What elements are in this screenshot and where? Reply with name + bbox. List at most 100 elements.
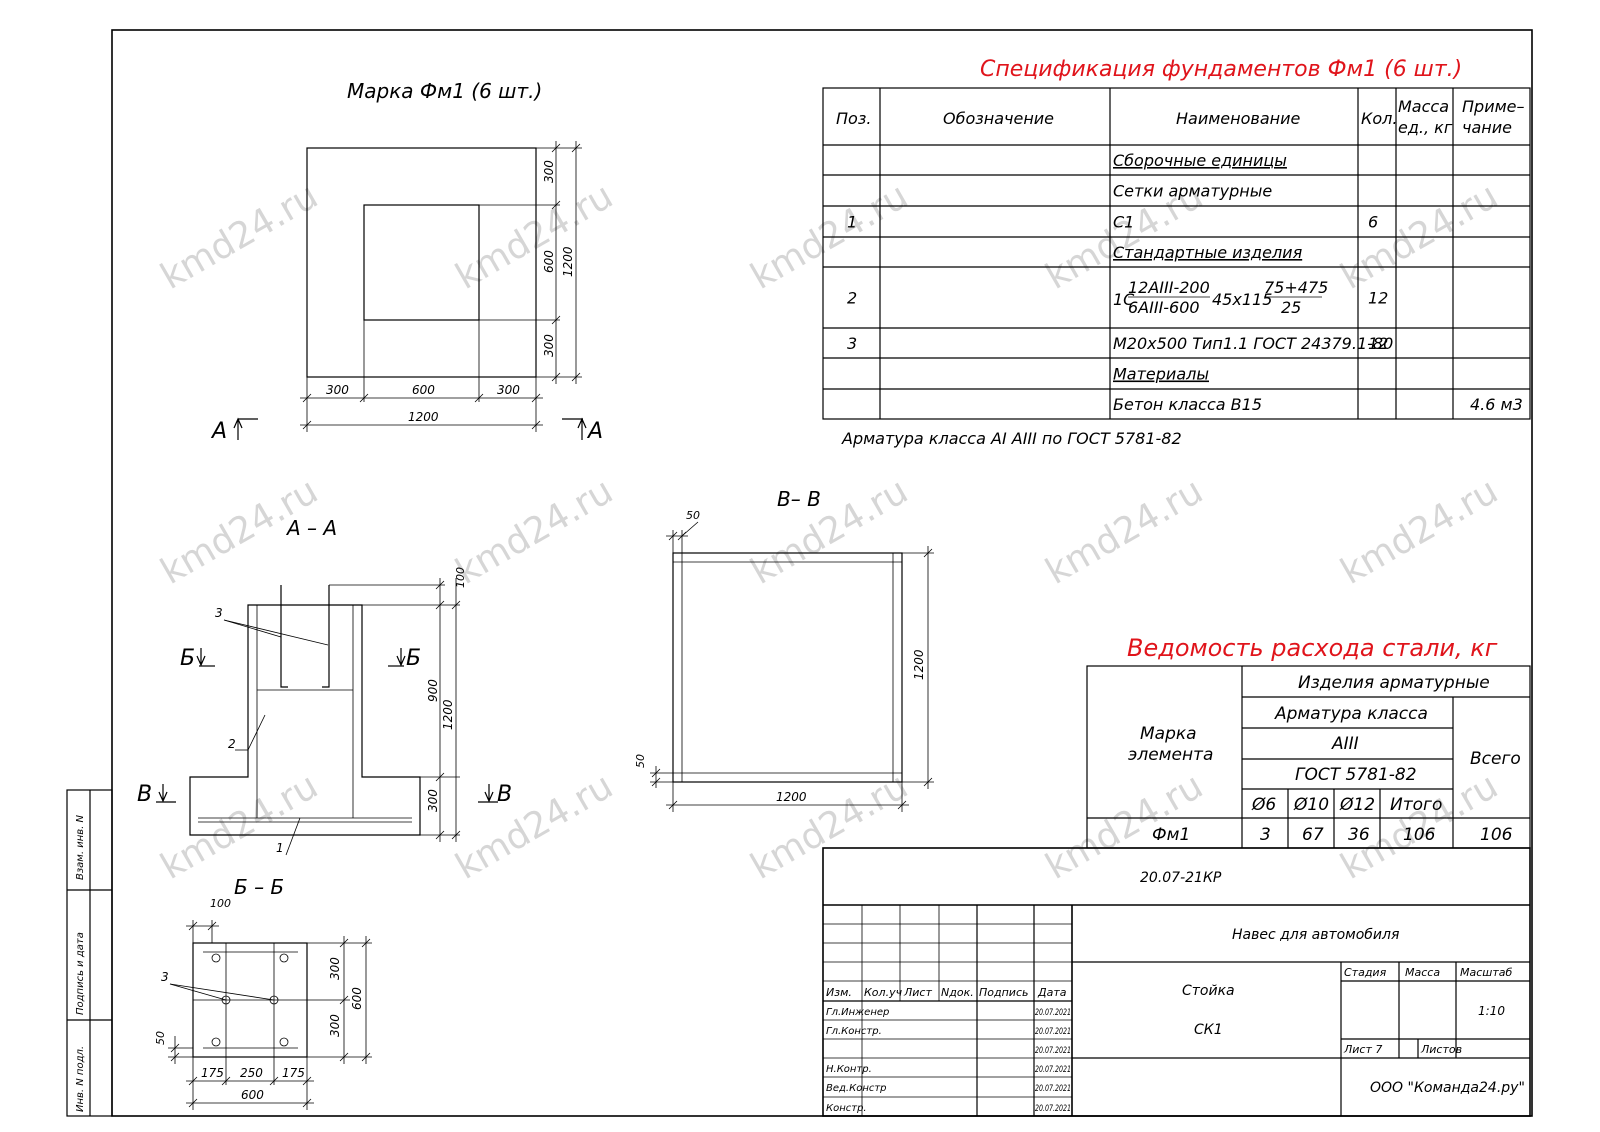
aa-dim-top: 100 [454,567,467,588]
section-mark-b-left: Б [180,646,195,671]
aa-label-2: 2 [228,737,236,751]
watermark: kmd24.ru [449,175,620,297]
stamp-role-row: Констр.20.07.2021 [826,1103,1071,1114]
steel-head-class: Арматура класса [1274,704,1428,724]
stamp-project: Навес для автомобиля [1232,927,1399,943]
steel-row-total: 106 [1480,825,1513,845]
plan-dim-h1: 300 [326,383,349,397]
stamp-mass: Масса [1405,966,1440,979]
plan-title: Марка Фм1 (6 шт.) [347,79,542,103]
watermark: kmd24.ru [154,765,325,887]
formula-prefix: 1С [1113,290,1135,309]
spec-row: Материалы [1113,365,1209,384]
stamp-stage: Стадия [1344,966,1387,979]
plan-dim-v-total: 1200 [561,246,575,277]
stamp-company: ООО "Команда24.ру" [1370,1080,1525,1096]
stamp-date: 20.07.2021 [1035,1104,1071,1114]
steel-row-mark: Фм1 [1152,825,1190,845]
watermark: kmd24.ru [1039,470,1210,592]
section-vv: В– В 50 50 1200 1200 [634,487,934,812]
steel-col-d12: Ø12 [1339,795,1375,815]
spec-row-2-formula: 1С 12АIII-200 6АIII-600 45х115 75+475 25 [1113,278,1328,317]
steel-head-total: Всего [1470,749,1521,769]
spec-row-name: М20х500 Тип1.1 ГОСТ 24379.1-80 [1113,334,1393,353]
stamp-role: Н.Контр. [826,1064,872,1075]
section-bb: Б – Б 100 175 250 175 600 [154,875,372,1110]
spec-row-pos: 2 [847,289,857,308]
watermark: kmd24.ru [1334,470,1505,592]
section-bb-title: Б – Б [234,875,284,899]
spec-head-mass: Масса [1398,97,1449,116]
section-mark-a-left: А [210,419,227,444]
plan-dim-h3: 300 [497,383,520,397]
watermark: kmd24.ru [154,175,325,297]
spec-note: Арматура класса АI АIII по ГОСТ 5781-82 [841,429,1182,448]
steel-row-sum: 106 [1403,825,1436,845]
formula-den1: 6АIII-600 [1128,298,1200,317]
spec-row-qty: 6 [1368,213,1378,232]
steel-head-gost: ГОСТ 5781-82 [1295,765,1417,785]
stamp-sheet: Лист 7 [1343,1043,1382,1056]
formula-num1: 12АIII-200 [1128,278,1210,297]
aa-label-3: 3 [215,606,223,620]
bb-label-3: 3 [161,970,169,984]
title-block: 20.07-21КР Навес для автомобиля Стойка С… [822,847,1531,1117]
plan-dim-v1: 300 [542,160,556,183]
mesh-outline [672,552,903,783]
watermark: kmd24.ru [449,470,620,592]
vv-dim-width: 1200 [776,790,807,804]
stamp-sheet-name1: Стойка [1182,983,1235,999]
watermark: kmd24.ru [449,765,620,887]
stamp-col-list: Лист [903,986,932,999]
spec-row-name: Материалы [1113,365,1209,384]
steel-col-d10: Ø10 [1293,795,1329,815]
stamp-col-date: Дата [1037,986,1067,999]
formula-num2: 75+475 [1264,278,1328,297]
section-vv-title: В– В [777,487,821,511]
stamp-role-row: Н.Контр.20.07.2021 [826,1064,1071,1075]
steel-col-d6: Ø6 [1251,795,1276,815]
spec-row-note: 4.6 м3 [1470,395,1523,414]
bb-dim-v1: 300 [328,957,342,980]
section-mark-v-right: В [497,782,512,807]
spec-head-pos: Поз. [836,109,871,128]
vv-dim-cover-top: 50 [686,509,700,522]
spec-head-mass-unit: ед., кг [1398,118,1453,137]
steel-table: Ведомость расхода стали, кг Изделия арма… [1086,634,1531,849]
stamp-date: 20.07.2021 [1035,1008,1071,1018]
spec-row-name: Стандартные изделия [1113,243,1303,262]
formula-mid: 45х115 [1212,290,1272,309]
stamp-sheet-name2: СК1 [1194,1022,1223,1038]
stamp-col-kolych: Кол.уч [864,986,903,999]
steel-head-products: Изделия арматурные [1298,673,1490,693]
stamp-col-ndok: Nдок. [941,986,974,999]
steel-col-sum: Итого [1390,795,1442,815]
stamp-col-izm: Изм. [826,986,852,999]
spec-title: Спецификация фундаментов Фм1 (6 шт.) [980,57,1462,82]
stamp-role-row: Гл.Констр.20.07.2021 [826,1026,1071,1037]
plan-dim-h2: 600 [412,383,435,397]
aa-dim-300: 300 [426,789,440,812]
stamp-role: Гл.Констр. [826,1026,882,1037]
steel-row-d6: 3 [1260,825,1271,845]
spec-row-name: С1 [1113,213,1134,232]
section-mark-b-right: Б [406,646,421,671]
section-mark-a-right: А [586,419,603,444]
spec-head-note2: чание [1462,118,1512,137]
spec-row: Сборочные единицы [1113,151,1287,170]
section-aa-title: А – А [285,516,337,540]
aa-label-1: 1 [276,841,284,855]
steel-head-grade: АIII [1331,734,1359,754]
spec-row-name: Сборочные единицы [1113,151,1287,170]
spec-table: Спецификация фундаментов Фм1 (6 шт.) Поз… [822,57,1531,448]
aa-dim-900: 900 [426,679,440,702]
side-label-replace: Взам. инв. N [75,815,86,880]
spec-row-pos: 3 [847,334,857,353]
aa-dim-1200: 1200 [441,699,455,730]
